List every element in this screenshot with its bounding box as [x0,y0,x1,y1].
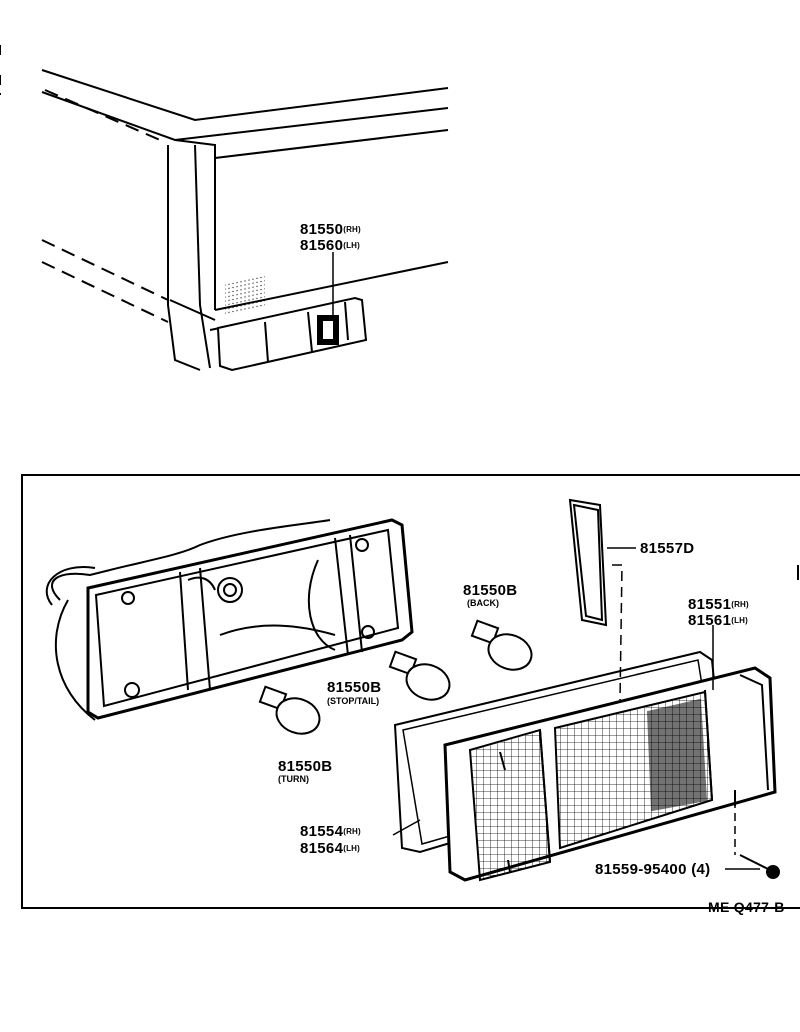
label-bulb-back-note: (BACK) [467,598,499,608]
label-bulb-stop: 81550B [327,679,382,696]
part-number: 81551 [688,596,732,613]
side-note: (RH) [343,827,361,836]
rear-lamp-mini [216,273,368,372]
label-bulb-stop-note: (STOP/TAIL) [327,696,380,706]
label-bulb-back: 81550B [463,582,518,599]
lamp-housing [45,518,414,721]
label-81554-rh: 81554(RH) [300,824,361,839]
side-note: (LH) [731,616,749,625]
leader-81554 [392,819,421,836]
drawing-code: ME Q477-B [708,899,785,915]
leader-dashed [612,564,623,701]
label-81560-lh: 81560(LH) [300,238,360,253]
screw [739,854,780,879]
label-bulb-turn: 81550B [278,758,333,775]
label-81551-rh: 81551(RH) [688,597,749,612]
part-number: 81559-95400 [595,861,687,878]
lens-cover-81557d [568,498,608,627]
side-note: (LH) [343,844,361,853]
bulb-turn [258,685,321,735]
label-screw: 81559-95400 (4) [595,862,710,877]
detail-frame [21,474,800,909]
label-81557d: 81557D [640,540,695,557]
bulb-stop-tail [388,650,451,701]
side-note: (RH) [343,225,361,234]
quantity: (4) [691,861,711,878]
label-81564-lh: 81564(LH) [300,841,360,856]
vehicle-rear-corner [0,45,449,371]
part-number: 81561 [688,612,732,629]
label-81550-rh: 81550(RH) [300,222,361,237]
part-number: 81550 [300,221,344,238]
label-bulb-turn-note: (TURN) [278,774,309,784]
side-note: (LH) [343,241,361,250]
bulb-back [470,619,533,671]
rear-lens [443,666,777,882]
part-number: 81564 [300,840,344,857]
side-note: (RH) [731,600,749,609]
part-number: 81554 [300,823,344,840]
label-81561-lh: 81561(LH) [688,613,748,628]
part-number: 81560 [300,237,344,254]
